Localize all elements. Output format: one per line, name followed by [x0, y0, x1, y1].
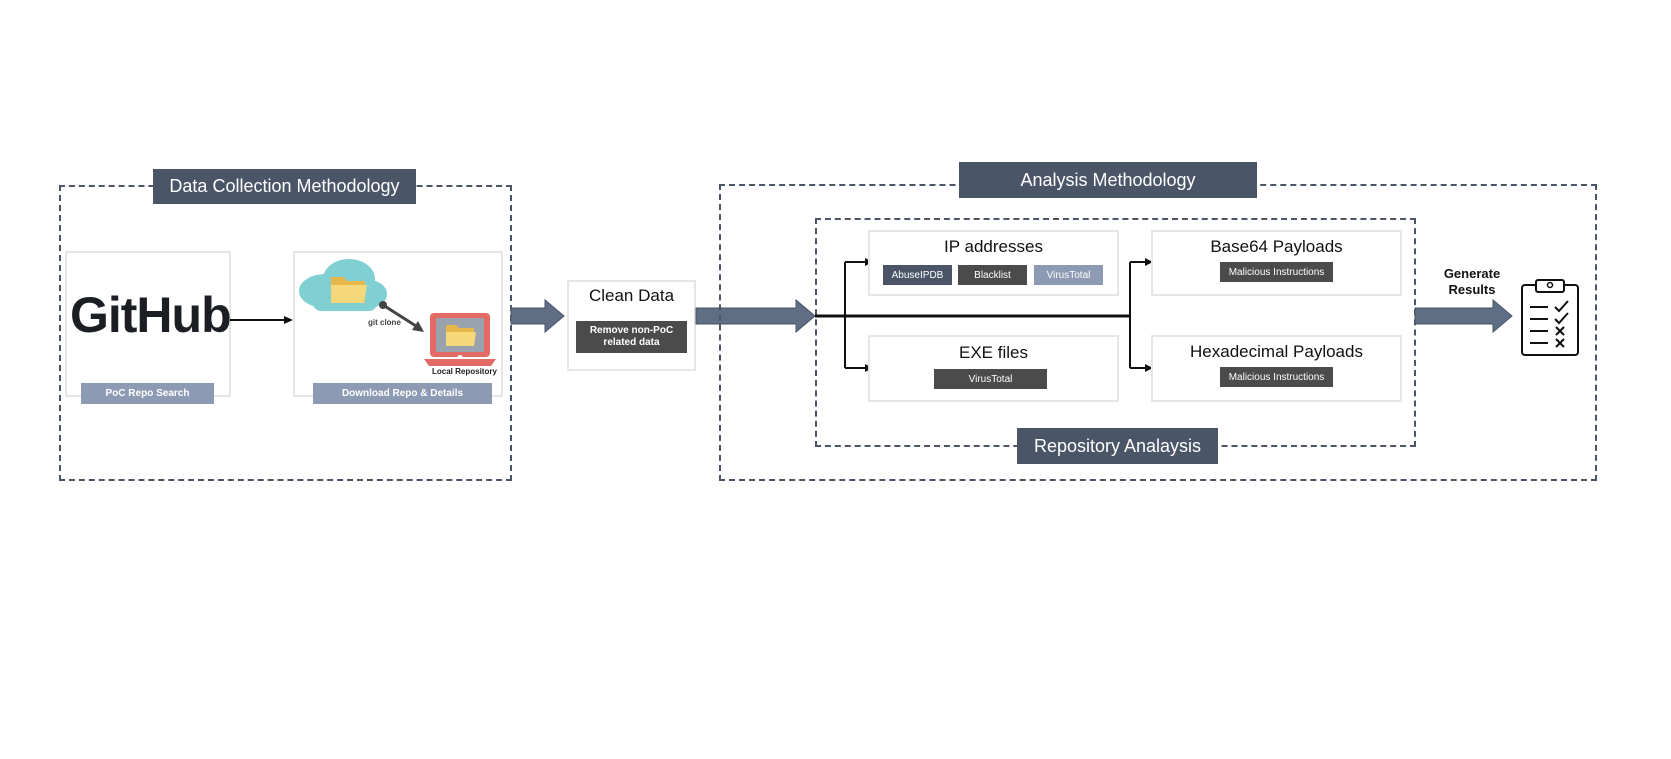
exe-files-card	[868, 335, 1119, 402]
github-logo: GitHub	[70, 287, 232, 343]
generate-results-arrow	[1414, 298, 1513, 334]
base64-malicious-chip: Malicious Instructions	[1220, 262, 1333, 282]
repository-analysis-title: Repository Analaysis	[1017, 428, 1218, 464]
poc-repo-search-label: PoC Repo Search	[81, 383, 214, 404]
ip-addresses-card	[868, 230, 1119, 296]
remove-non-poc-chip: Remove non-PoC related data	[576, 321, 687, 353]
hex-payloads-title: Hexadecimal Payloads	[1190, 342, 1363, 361]
abuseipdb-chip: AbuseIPDB	[883, 265, 952, 285]
virustotal-ip-chip: VirusTotal	[1034, 265, 1103, 285]
git-clone-arrow	[379, 301, 424, 332]
clean-data-title: Clean Data	[588, 286, 675, 305]
git-clone-label: git clone	[368, 318, 401, 327]
clean-to-analysis-arrow	[695, 298, 816, 334]
base64-payloads-title: Base64 Payloads	[1210, 237, 1343, 256]
hex-malicious-chip: Malicious Instructions	[1220, 367, 1333, 387]
virustotal-exe-chip: VirusTotal	[934, 369, 1047, 389]
data-collection-title: Data Collection Methodology	[153, 169, 416, 204]
local-repository-label: Local Repository	[432, 367, 497, 376]
laptop-folder-icon	[424, 313, 496, 366]
cloud-folder-icon	[299, 259, 387, 311]
exe-files-title: EXE files	[959, 343, 1028, 362]
analysis-title: Analysis Methodology	[959, 162, 1257, 198]
github-to-download-arrow	[230, 316, 293, 324]
blacklist-chip: Blacklist	[958, 265, 1027, 285]
download-repo-label: Download Repo & Details	[313, 383, 492, 404]
generate-results-label: Generate Results	[1443, 266, 1501, 297]
collection-to-clean-arrow	[510, 298, 565, 334]
ip-addresses-title: IP addresses	[944, 237, 1043, 256]
clipboard-checklist-icon	[1521, 279, 1579, 356]
analysis-branch-connectors	[815, 258, 1153, 372]
